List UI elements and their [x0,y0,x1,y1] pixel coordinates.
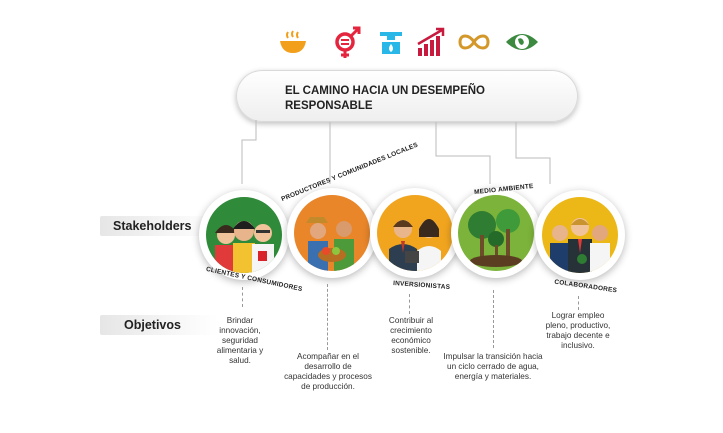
stakeholders-label-bg [100,216,218,236]
producers-illustration [306,217,354,271]
stakeholder-circle-clientes [199,190,289,280]
connector-medio-ambiente [493,290,494,348]
water-tap-icon [380,32,402,54]
gender-equality-icon [335,26,361,58]
stakeholder-circle-productores [287,188,377,278]
connector-clientes [242,287,243,307]
objective-inversionistas: Contribuir al crecimiento económico sost… [388,316,434,355]
eye-globe-icon [506,34,538,50]
banner-connectors [241,120,551,184]
growth-chart-icon [417,27,445,56]
objetivos-label: Objetivos [124,318,181,332]
banner-title: EL CAMINO HACIA UN DESEMPEÑO RESPONSABLE [285,85,485,112]
objective-productores: Acompañar en el desarrollo de capacidade… [284,352,372,391]
objective-clientes: Brindar innovación, seguridad alimentari… [216,316,264,365]
objetivos-label-bg [100,315,218,335]
connector-colaboradores [578,296,579,310]
infinity-cycle-icon [458,34,490,50]
stakeholder-label-colaboradores: COLABORADORES [553,278,618,295]
stakeholder-circle-colaboradores [535,190,625,280]
stakeholder-circle-medio-ambiente [451,188,541,278]
investors-illustration [389,219,441,271]
stakeholders-label: Stakeholders [113,219,192,233]
stakeholder-circle-inversionistas [370,188,460,278]
objective-colaboradores: Lograr empleo pleno, productivo, trabajo… [545,311,611,350]
environment-illustration [468,209,522,267]
stakeholder-label-inversionistas: INVERSIONISTAS [392,280,451,291]
consumers-illustration [215,221,274,273]
employees-illustration [550,218,610,273]
objective-medio-ambiente: Impulsar la transición hacia un ciclo ce… [443,352,543,381]
connector-inversionistas [409,294,410,314]
food-bowl-icon [280,30,306,53]
connector-productores [327,284,328,350]
title-banner [236,70,578,122]
